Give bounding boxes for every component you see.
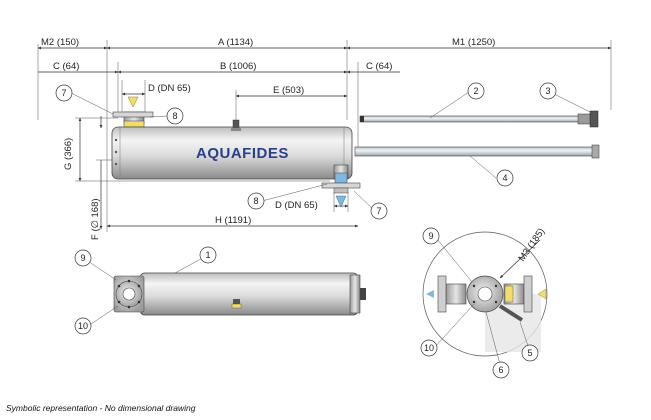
callout-10-side: 10 [74,317,92,335]
dim-g-label: G (366) [63,138,74,170]
svg-text:2: 2 [473,86,478,96]
dimension-lines [37,40,612,232]
callout-7-top: 7 [55,84,73,102]
callout-9-end: 9 [422,227,440,245]
svg-text:3: 3 [545,86,550,96]
callout-leaders [70,91,593,369]
svg-text:8: 8 [253,196,258,206]
svg-text:7: 7 [376,206,381,216]
svg-text:1: 1 [205,250,210,260]
quartz-sleeve [354,144,600,159]
svg-text:9: 9 [80,253,85,263]
svg-text:9: 9 [428,231,433,241]
dim-c-left-label: C (64) [53,61,79,72]
callout-8-top: 8 [166,107,184,125]
dim-a-label: A (1134) [218,37,253,48]
uv-lamp-assembly [359,110,599,128]
svg-text:10: 10 [78,321,88,331]
dim-d-top-label: D (DN 65) [148,83,191,94]
svg-text:8: 8 [172,111,177,121]
dim-c-right-label: C (64) [366,61,392,72]
svg-text:10: 10 [424,343,434,353]
svg-text:7: 7 [61,88,66,98]
callout-6: 6 [492,361,510,379]
dim-e-label: E (503) [273,85,304,96]
dim-m2-label: M2 (150) [41,37,79,48]
svg-text:4: 4 [502,173,507,183]
dim-b-label: B (1006) [220,61,256,72]
callout-3: 3 [539,82,557,100]
callout-10-end: 10 [420,339,438,357]
brand-logo: AQUAFIDES [196,145,289,162]
dim-d-bottom-label: D (DN 65) [275,200,318,211]
dim-f-label: F (∅ 168) [90,198,101,240]
callout-5: 5 [521,344,539,362]
footnote: Symbolic representation - No dimensional… [6,403,196,413]
reactor-end-view [422,231,548,357]
callout-1: 1 [199,246,217,264]
dim-m1-label: M1 (1250) [452,37,495,48]
reactor-side-view [113,272,366,316]
dim-m3-label: M3 (185) [516,226,547,263]
reactor-front-view [111,96,361,208]
dim-h-label: H (1191) [215,215,251,226]
svg-text:5: 5 [527,348,532,358]
callout-7-bottom: 7 [370,202,388,220]
callout-2: 2 [467,82,485,100]
callout-8-bottom: 8 [247,192,265,210]
callout-4: 4 [496,169,514,187]
callout-9-side: 9 [74,249,92,267]
svg-text:6: 6 [498,365,503,375]
